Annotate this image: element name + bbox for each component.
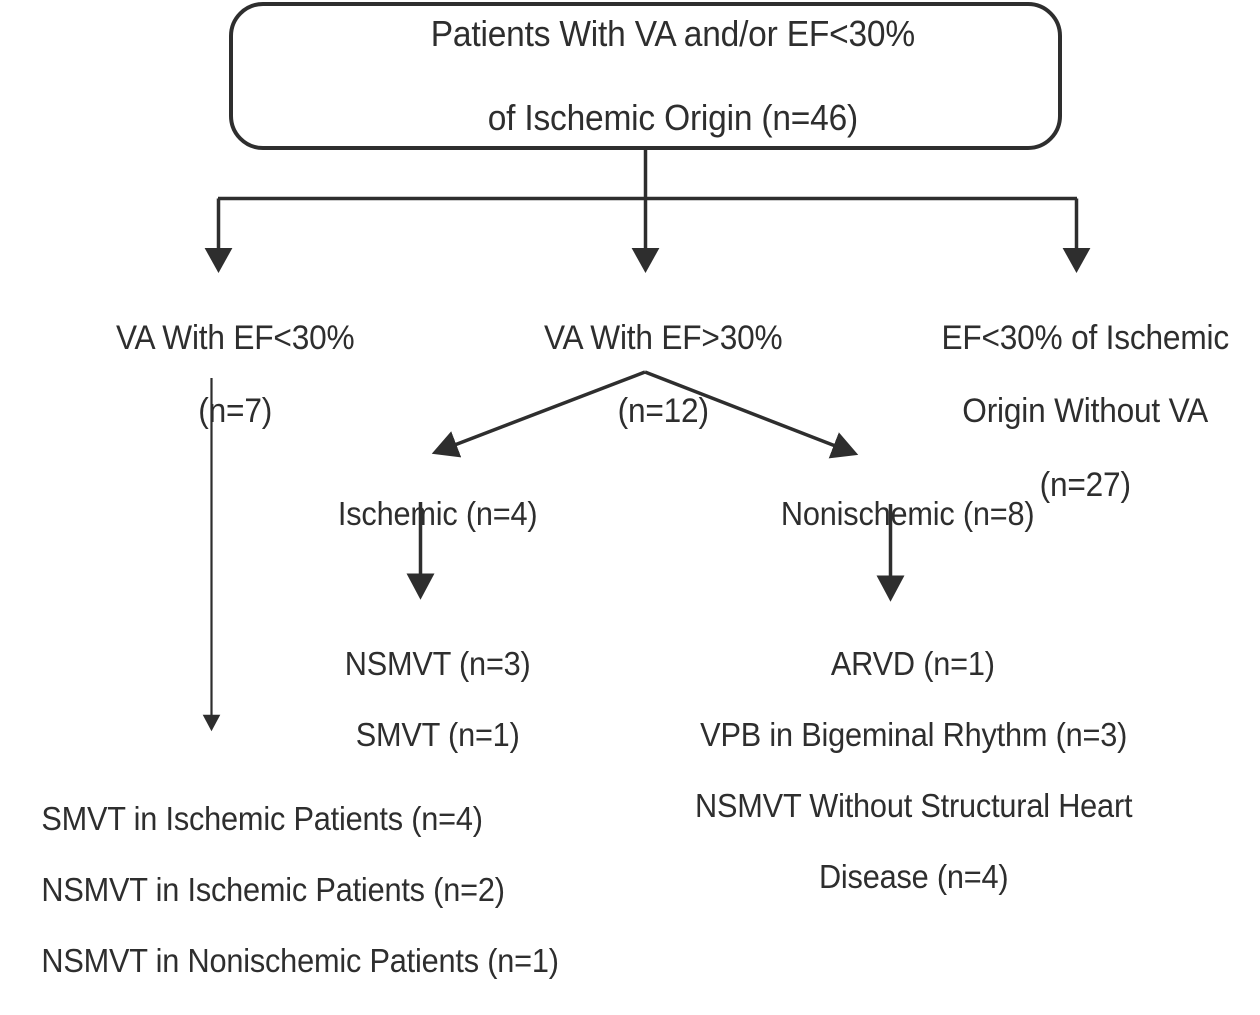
node-nonischemic-outcomes: ARVD (n=1) VPB in Bigeminal Rhythm (n=3)… <box>611 610 1182 931</box>
node-ischemic-outcomes-line1: NSMVT (n=3) <box>344 644 531 682</box>
node-ef-below-30-without-va-line2: Origin Without VA <box>962 392 1209 431</box>
node-nonischemic-outcomes-line1: ARVD (n=1) <box>830 644 995 682</box>
node-nonischemic-outcomes-line4: Disease (n=4) <box>818 858 1009 896</box>
root-node: Patients With VA and/or EF<30% of Ischem… <box>231 4 1060 148</box>
node-leaf-outcomes-line1: SMVT in Ischemic Patients (n=4) <box>41 799 483 837</box>
root-node-line2: of Ischemic Origin (n=46) <box>487 97 858 139</box>
node-ef-below-30-without-va: EF<30% of Ischemic Origin Without VA (n=… <box>889 283 1246 540</box>
node-va-with-ef-above-30-line2: (n=12) <box>617 392 709 431</box>
node-ischemic: Ischemic (n=4) <box>282 460 561 567</box>
node-ef-below-30-without-va-line3: (n=27) <box>1039 465 1131 504</box>
node-ischemic-outcomes: NSMVT (n=3) SMVT (n=1) <box>309 610 532 788</box>
node-ischemic-outcomes-line2: SMVT (n=1) <box>355 715 520 753</box>
node-leaf-outcomes-list: SMVT in Ischemic Patients (n=4) NSMVT in… <box>8 765 659 1014</box>
node-nonischemic-outcomes-line2: VPB in Bigeminal Rhythm (n=3) <box>700 715 1128 753</box>
node-va-with-ef-above-30-line1: VA With EF>30% <box>543 318 783 357</box>
node-leaf-outcomes-line2: NSMVT in Ischemic Patients (n=2) <box>41 870 505 908</box>
node-va-with-ef-above-30: VA With EF>30% (n=12) <box>480 283 811 467</box>
root-node-line1: Patients With VA and/or EF<30% <box>430 12 915 54</box>
node-va-with-ef-below-30-line1: VA With EF<30% <box>115 318 355 357</box>
node-leaf-outcomes-line3: NSMVT in Nonischemic Patients (n=1) <box>41 942 559 980</box>
node-nonischemic-label: Nonischemic (n=8) <box>780 494 1035 532</box>
node-va-with-ef-below-30-line2: (n=7) <box>198 392 273 431</box>
node-nonischemic-outcomes-line3: NSMVT Without Structural Heart <box>695 787 1133 825</box>
node-ischemic-label: Ischemic (n=4) <box>337 494 538 532</box>
root-node-label: Patients With VA and/or EF<30% of Ischem… <box>260 0 1031 181</box>
node-va-with-ef-below-30: VA With EF<30% (n=7) <box>51 283 386 467</box>
node-ef-below-30-without-va-line1: EF<30% of Ischemic <box>941 318 1229 357</box>
node-nonischemic: Nonischemic (n=8) <box>732 460 1050 567</box>
flowchart-diagram: Patients With VA and/or EF<30% of Ischem… <box>41 2 1246 978</box>
